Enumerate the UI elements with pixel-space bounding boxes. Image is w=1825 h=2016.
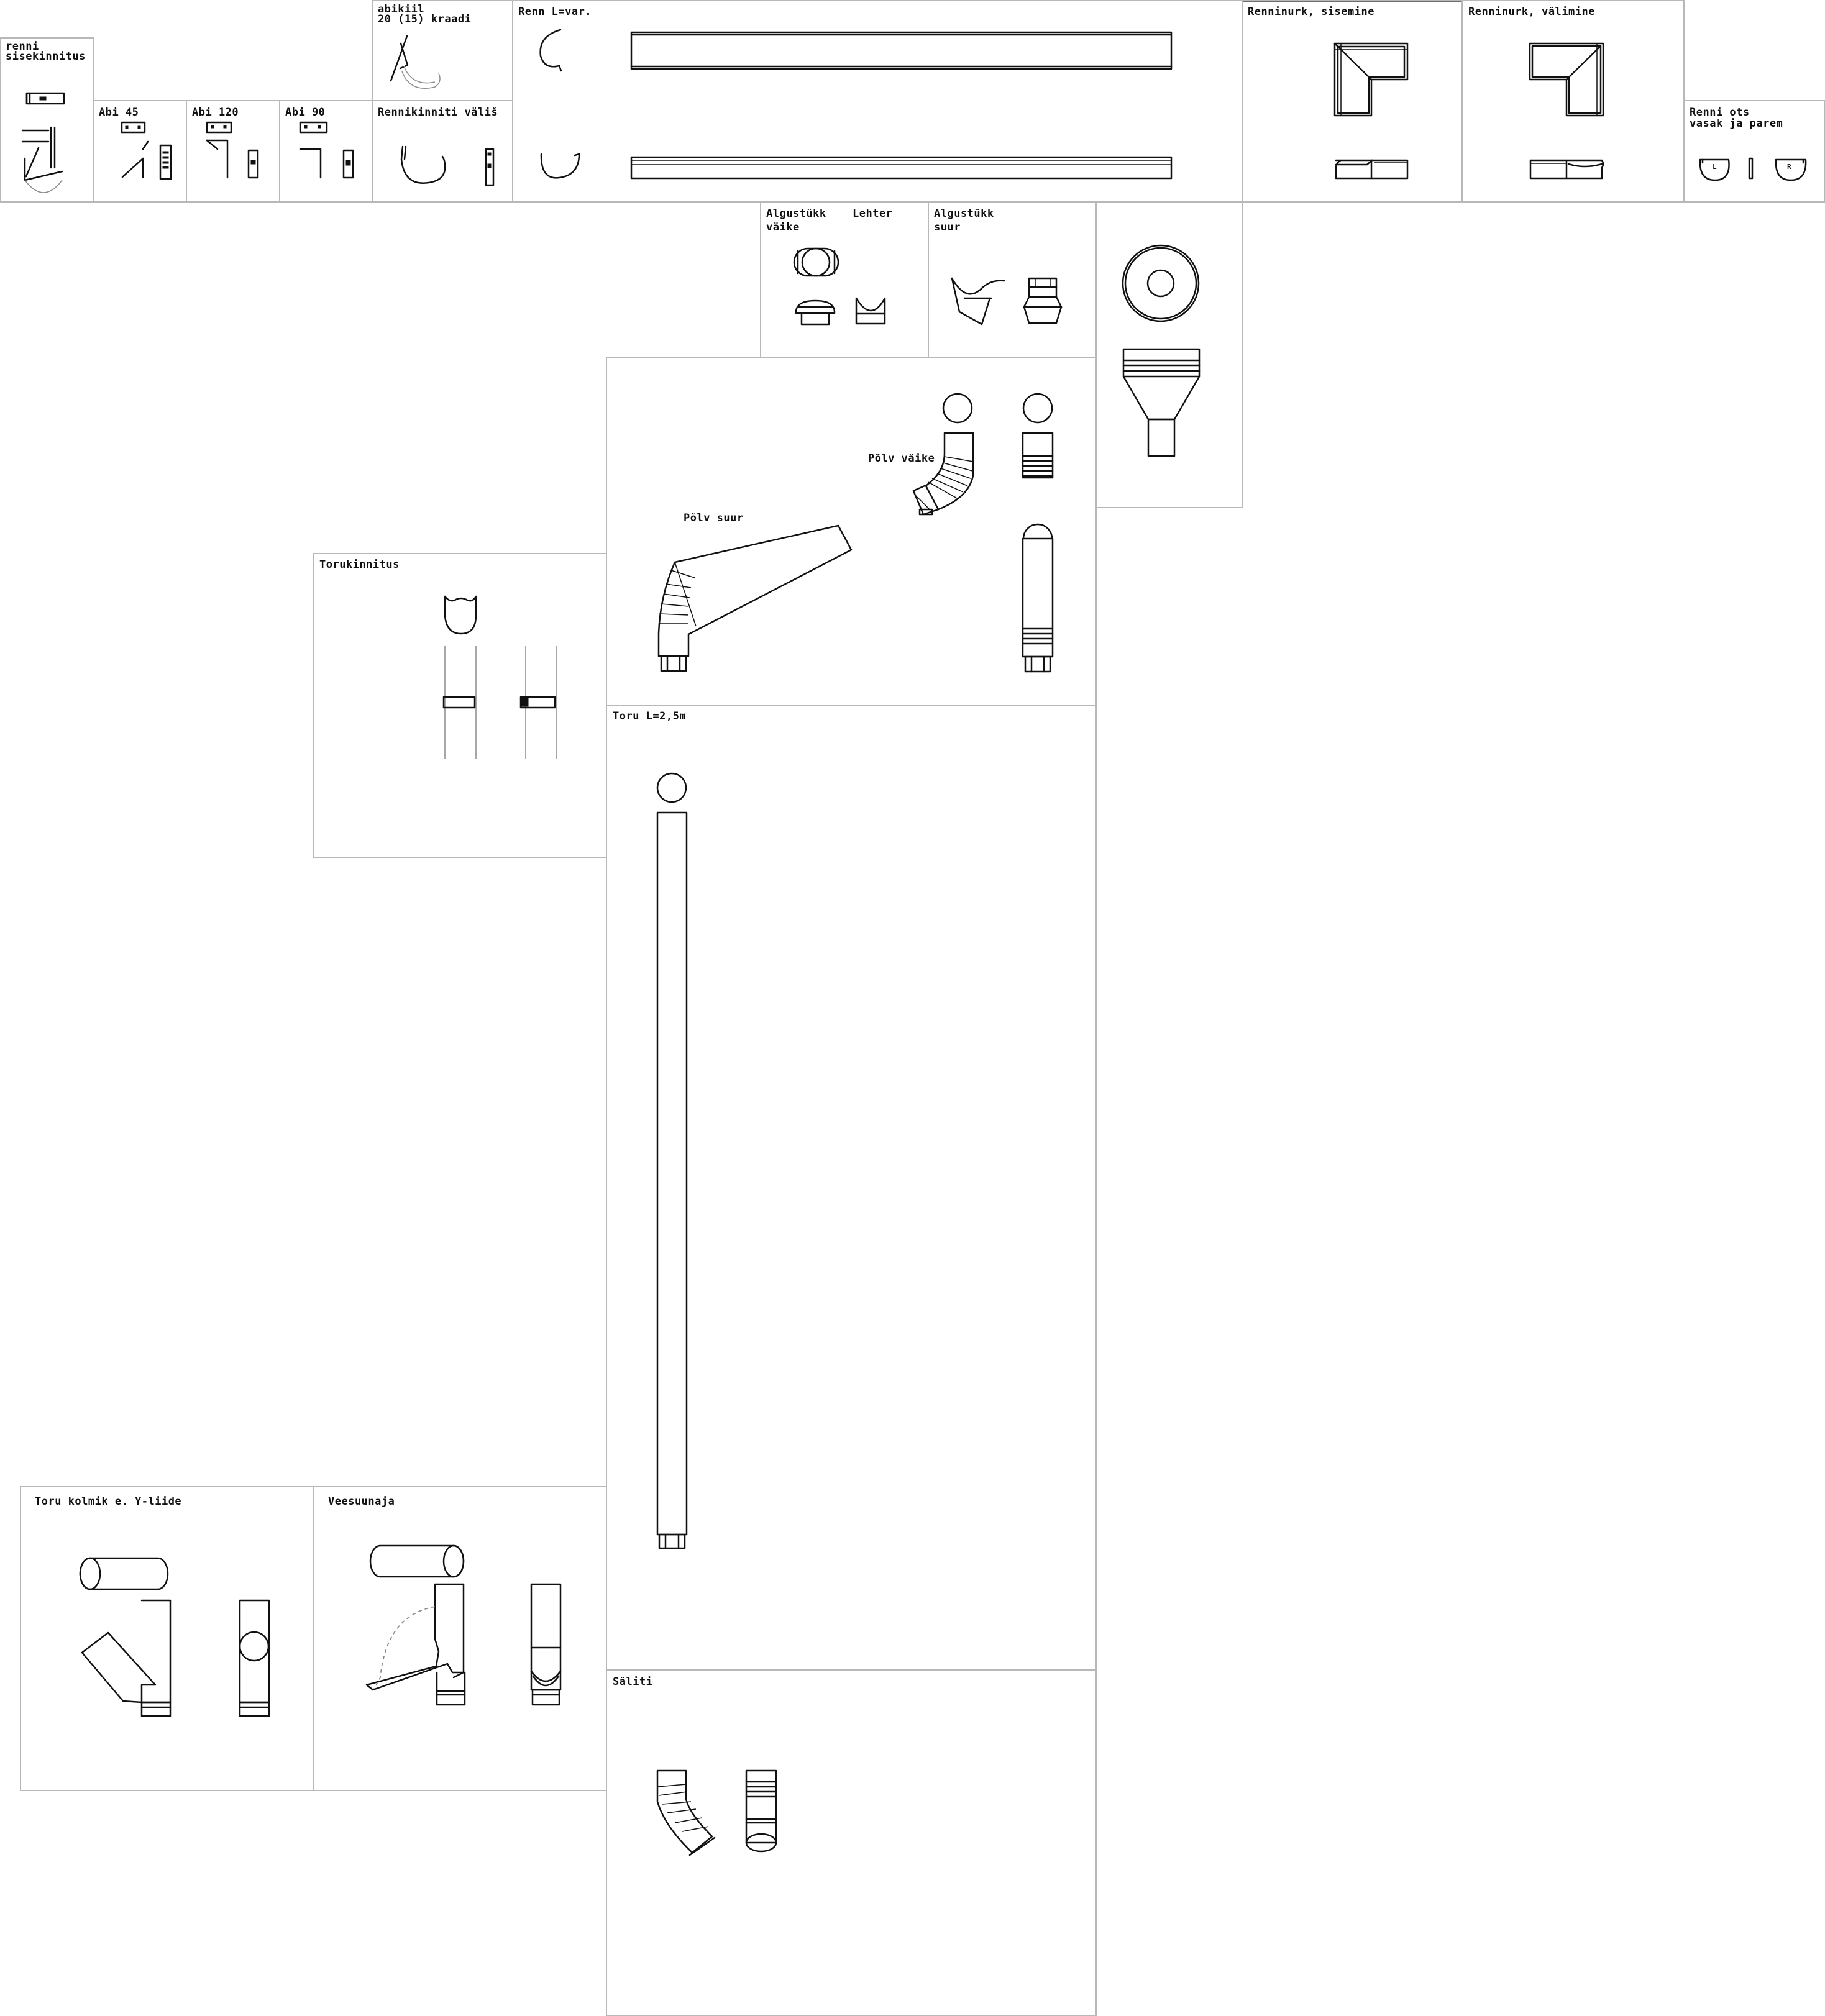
abi-120-drawing [206,121,259,179]
renninurk-valimine-drawing [1529,42,1604,180]
renninurk-sisemine-drawing [1333,42,1409,180]
label-toru-kolmik: Toru kolmik e. Y-liide [35,1495,181,1508]
label-torukinnitus: Torukinnitus [319,559,400,571]
renni-sisekinnitus-drawing [21,92,65,193]
toru-drawing [656,772,688,1549]
label-abi-45: Abi 45 [99,106,139,119]
label-renninurk-valimine: Renninurk, välimine [1468,6,1595,18]
label-abi-120: Abi 120 [192,106,239,119]
lehter-large-drawing [1122,244,1201,457]
panel-labels: renni sisekinnitus Abi 45 Abi 120 Abi 90… [6,3,1783,1688]
algustukk-vaike-drawing [793,247,839,326]
renni-ots-drawing: L R [1699,157,1807,181]
label-renni-ots-l2: vasak ja parem [1690,117,1783,130]
label-algustukk-vaike-l1: Algustükk [766,208,826,220]
label-polv-suur: Põlv suur [684,512,744,524]
label-polv-vaike: Põlv väike [868,452,935,465]
label-lehter: Lehter [853,208,892,220]
polv-vaike-drawing [912,393,974,516]
toru-kolmik-drawing [79,1557,270,1717]
label-algustukk-suur-l2: suur [934,221,961,234]
veesuunaja-drawing [365,1544,562,1706]
rennikinniti-valis-drawing [400,145,495,186]
label-abi-90: Abi 90 [285,106,325,119]
label-algustukk-vaike-l2: väike [766,221,800,234]
abi-90-drawing [299,121,354,179]
end-cap-right-mark: R [1787,163,1791,171]
label-renni-ots-l1: Renni ots [1690,106,1750,119]
label-toru: Toru L=2,5m [613,710,686,723]
label-renninurk-sisemine: Renninurk, sisemine [1248,6,1374,18]
label-saliti: Säliti [613,1676,652,1688]
label-algustukk-suur-l1: Algustükk [934,208,994,220]
lehter-drawing [855,297,886,325]
renn-drawing [539,29,1173,180]
saliti-drawing [656,1769,777,1856]
label-veesuunaja: Veesuunaja [328,1495,395,1508]
label-rennikinniti-valis: Rennikinniti väliš [378,106,498,119]
label-abikiil-l2: 20 (15) kraadi [378,13,471,25]
label-renn: Renn L=var. [518,6,592,18]
end-cap-left-mark: L [1713,163,1717,171]
algustukk-suur-drawing [951,277,1063,326]
polv-suur-drawing [657,524,853,672]
label-abikiil-l1: abikiil [378,3,424,16]
polv-vaike-side-drawing [1022,393,1054,673]
label-renni-sisekinnitus-l1: renni [6,40,39,53]
torukinnitus-drawing [442,595,557,759]
abikiil-drawing [390,35,441,89]
abi-45-drawing [121,121,172,180]
label-renni-sisekinnitus-l2: sisekinnitus [6,50,86,63]
